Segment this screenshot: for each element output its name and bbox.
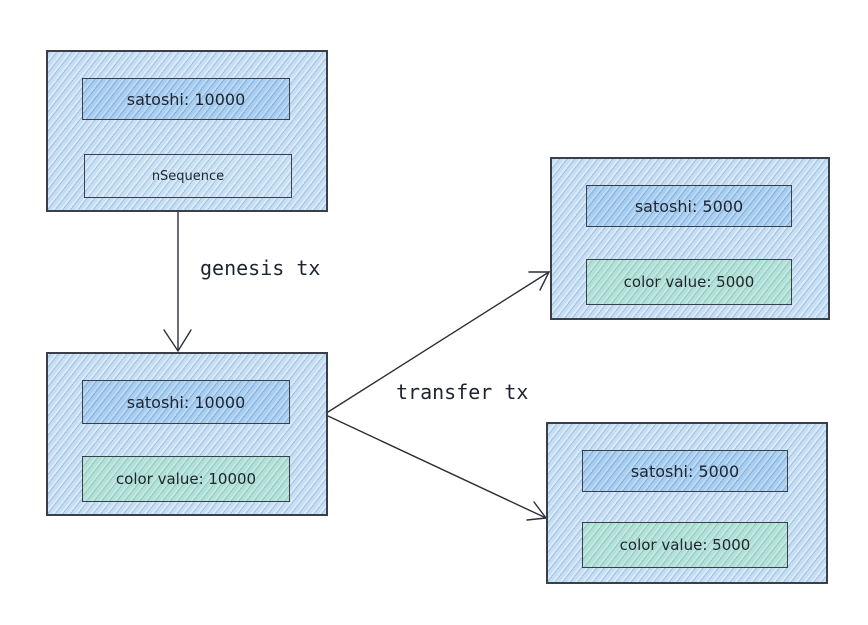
transfer-arrow-top-head bbox=[528, 271, 551, 291]
genesis-tx-label: genesis tx bbox=[200, 256, 321, 280]
genesis-output-box: satoshi: 10000 color value: 10000 bbox=[46, 352, 328, 516]
genesis-input-box: satoshi: 10000 nSequence bbox=[46, 50, 328, 212]
nsequence-field: nSequence bbox=[84, 154, 292, 198]
satoshi-field: satoshi: 5000 bbox=[582, 450, 788, 492]
transfer-tx-label: transfer tx bbox=[396, 380, 529, 404]
genesis-arrow-head bbox=[163, 329, 192, 353]
satoshi-field: satoshi: 10000 bbox=[82, 380, 290, 424]
transfer-arrow-bottom-line bbox=[327, 415, 547, 519]
satoshi-field: satoshi: 5000 bbox=[586, 185, 792, 227]
transfer-output-box-2: satoshi: 5000 color value: 5000 bbox=[546, 422, 828, 584]
transfer-output-box-1: satoshi: 5000 color value: 5000 bbox=[550, 157, 830, 320]
color-value-field: color value: 10000 bbox=[82, 456, 290, 502]
satoshi-field: satoshi: 10000 bbox=[82, 78, 290, 120]
transfer-arrow-top-line bbox=[327, 271, 550, 413]
color-value-field: color value: 5000 bbox=[586, 259, 792, 305]
color-value-field: color value: 5000 bbox=[582, 522, 788, 568]
